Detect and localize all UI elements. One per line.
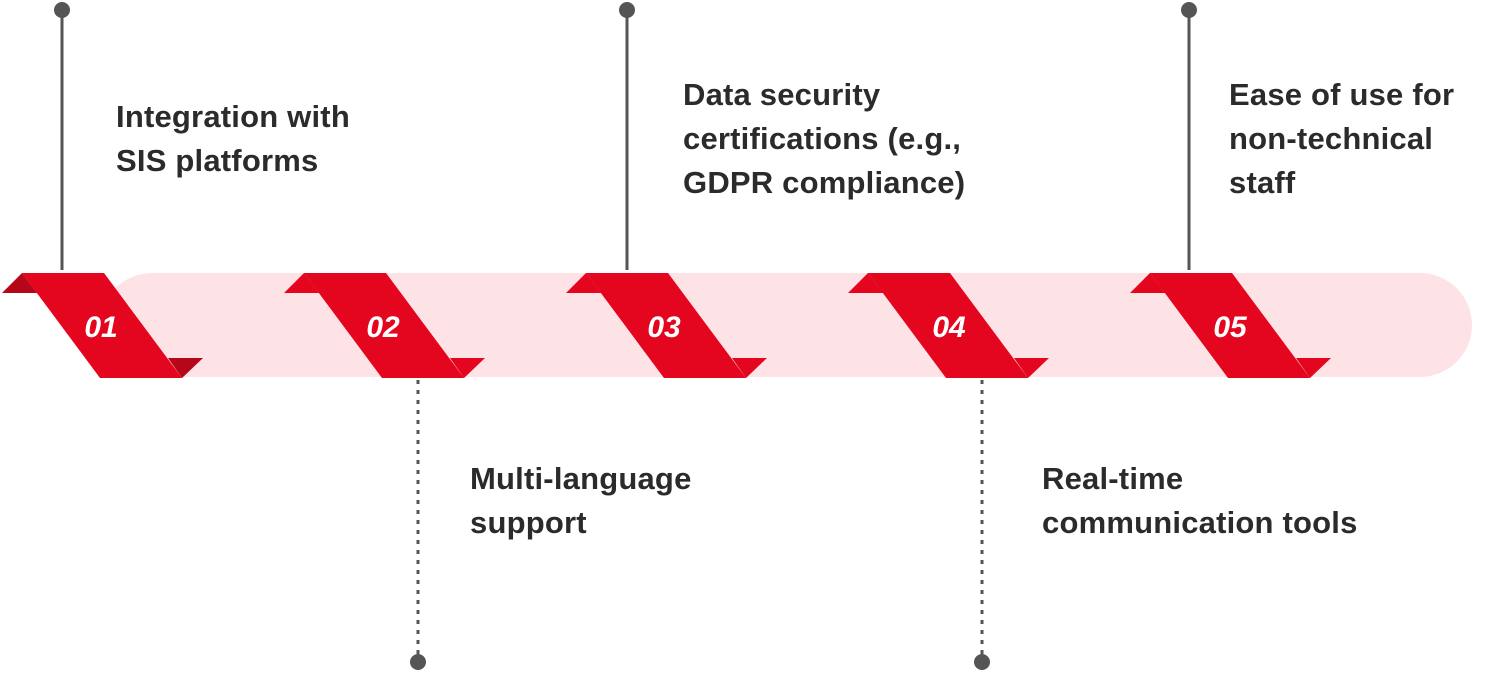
milestone-number-03: 03	[647, 311, 681, 344]
milestone-number-01: 01	[84, 311, 117, 344]
ribbon-05: 05	[1130, 273, 1331, 378]
ribbon-02: 02	[284, 273, 485, 378]
milestone-label-04: Real-time communication tools	[1042, 461, 1358, 540]
connector-03	[619, 2, 635, 270]
connector-05	[1181, 2, 1197, 270]
milestone-number-02: 02	[366, 311, 400, 344]
milestone-label-03: Data security certifications (e.g., GDPR…	[683, 77, 966, 200]
milestone-label-05: Ease of use for non-technical staff	[1229, 77, 1455, 200]
ribbon-03: 03	[566, 273, 767, 378]
ribbon-01: 01	[2, 273, 203, 378]
connector-01	[54, 2, 70, 270]
milestone-label-02: Multi-language support	[470, 461, 692, 540]
milestone-number-05: 05	[1213, 311, 1248, 344]
ribbon-04: 04	[848, 273, 1049, 378]
milestone-number-04: 04	[932, 311, 966, 344]
milestone-label-01: Integration with SIS platforms	[116, 99, 350, 178]
connector-04	[974, 380, 990, 670]
connector-02	[410, 380, 426, 670]
